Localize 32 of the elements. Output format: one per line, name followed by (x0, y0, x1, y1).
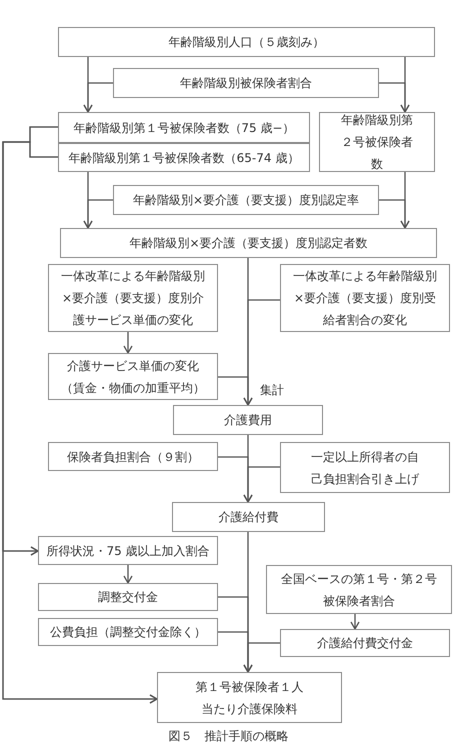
process-box: 公費負担（調整交付金除く） (38, 618, 218, 646)
arrow (243, 466, 280, 503)
process-box: 一体改革による年齢階級別×要介護（要支援）度別介護サービス単価の変化 (48, 264, 218, 332)
process-box: 介護費用 (173, 405, 323, 435)
process-box: 一体改革による年齢階級別×要介護（要支援）度別受給者割合の変化 (280, 264, 450, 332)
process-box: 一定以上所得者の自己負担割合引き上げ (280, 442, 450, 493)
arrow (83, 199, 113, 229)
arrow (123, 332, 133, 354)
arrow (379, 82, 410, 113)
process-box: 年齢階級別×要介護（要支援）度別認定率 (113, 185, 379, 215)
process-box: 所得状況・75 歳以上加入割合 (38, 536, 218, 565)
process-box: 年齢階級別×要介護（要支援）度別認定者数 (60, 228, 437, 258)
process-box: 年齢階級別第１号被保険者数（75 歳−） (58, 112, 310, 143)
process-box: 調整交付金 (38, 583, 218, 611)
arrow (243, 642, 280, 673)
process-box: 年齢階級別第１号被保険者数（65-74 歳） (58, 143, 310, 172)
process-box: 第１号被保険者１人当たり介護保険料 (157, 672, 342, 723)
arrow (123, 565, 133, 584)
process-box: 全国ベースの第１号・第２号被保険者割合 (266, 565, 452, 614)
arrow (83, 82, 113, 113)
arrow (350, 614, 360, 630)
caption: 図５ 推計手順の概略 (168, 728, 290, 744)
process-box: 年齢階級別被保険者割合 (113, 68, 379, 98)
process-box: 年齢階級別第２号被保険者数 (319, 112, 435, 172)
edge-label: 集計 (258, 382, 286, 398)
process-box: 介護サービス単価の変化（賃金・物価の加重平均） (48, 353, 218, 400)
process-box: 介護給付費 (172, 502, 325, 532)
process-box: 保険者負担割合（９割） (48, 442, 218, 471)
arrow (379, 199, 410, 229)
arrow (218, 376, 253, 406)
process-box: 年齢階級別人口（５歳刻み） (58, 27, 435, 57)
process-box: 介護給付費交付金 (280, 629, 450, 657)
